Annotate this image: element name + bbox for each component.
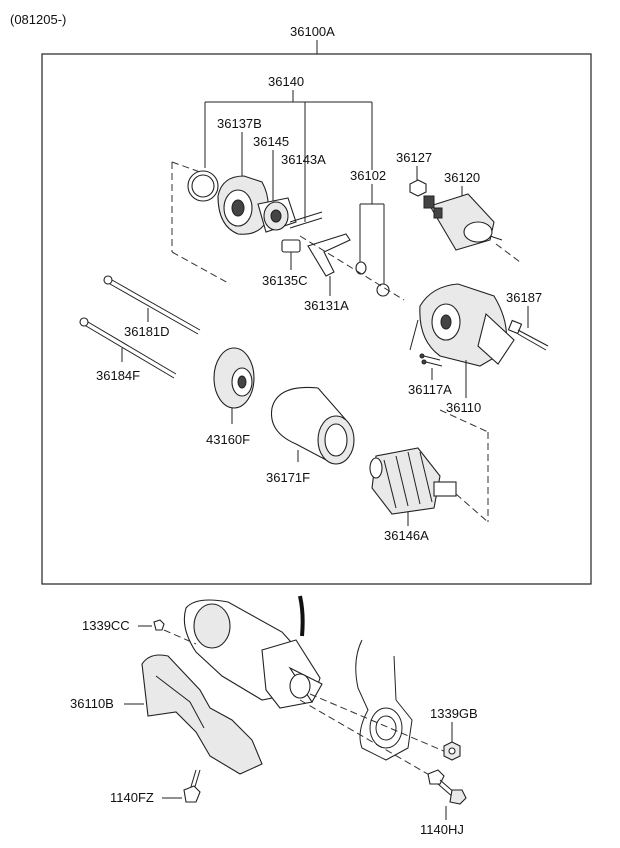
label-1140HJ: 1140HJ: [420, 822, 464, 837]
pinion-shaft-part: [289, 211, 323, 229]
label-1140FZ: 1140FZ: [110, 790, 154, 805]
label-36143A: 36143A: [281, 152, 326, 167]
label-36140: 36140: [268, 74, 304, 89]
label-36110: 36110: [446, 400, 481, 415]
dashed-guides-lower: [439, 409, 489, 523]
pointer-mark: [298, 595, 305, 637]
o-ring-inner: [191, 174, 215, 198]
rubber-pad-lower: [376, 283, 390, 297]
solenoid-switch-part: [423, 193, 503, 251]
shift-lever-part: [307, 233, 351, 296]
through-bolt-36184F: [79, 317, 177, 379]
label-36120: 36120: [444, 170, 480, 185]
label-36135C: 36135C: [262, 273, 308, 288]
label-36171F: 36171F: [266, 470, 310, 485]
bolt-36187: [507, 319, 549, 351]
plunger-part: [281, 239, 301, 270]
bolt-1140HJ: [427, 769, 467, 805]
label-36137B: 36137B: [217, 116, 262, 131]
planetary-gear-part: [257, 197, 297, 233]
label-36146A: 36146A: [384, 528, 429, 543]
through-bolt-36181D: [103, 275, 201, 335]
label-36117A: 36117A: [408, 382, 452, 397]
starter-motor-installed: [163, 599, 447, 781]
bolt-1140FZ: [183, 769, 201, 803]
label-36110B: 36110B: [70, 696, 114, 711]
armature-part: [369, 447, 457, 515]
nut-36127: [409, 179, 427, 197]
label-36181D: 36181D: [124, 324, 170, 339]
main-part-label: 36100A: [290, 24, 335, 39]
label-36145: 36145: [253, 134, 289, 149]
label-36127: 36127: [396, 150, 432, 165]
bracket-36102: [359, 184, 385, 284]
heat-shield-part: [141, 654, 263, 775]
solenoid-guide: [495, 243, 521, 263]
label-36102: 36102: [350, 168, 386, 183]
screws-36117A: [419, 353, 443, 380]
label-36184F: 36184F: [96, 368, 140, 383]
label-43160F: 43160F: [206, 432, 250, 447]
exploded-view-frame: [41, 53, 592, 585]
gear-housing-part: [217, 175, 269, 235]
nut-1339CC: [153, 619, 165, 631]
bracket-36140: [204, 90, 373, 222]
transmission-housing-outline: [355, 639, 413, 761]
label-36131A: 36131A: [304, 298, 349, 313]
label-36187: 36187: [506, 290, 542, 305]
yoke-part: [270, 386, 355, 465]
nut-1339GB-hole: [448, 747, 456, 755]
front-housing-part: [409, 283, 515, 367]
dashed-guides-top: [171, 161, 405, 301]
date-code-label: (081205-): [10, 12, 66, 27]
label-1339GB: 1339GB: [430, 706, 478, 721]
end-cover-part: [213, 347, 255, 409]
rubber-pad-upper: [355, 261, 367, 275]
label-1339CC: 1339CC: [82, 618, 130, 633]
